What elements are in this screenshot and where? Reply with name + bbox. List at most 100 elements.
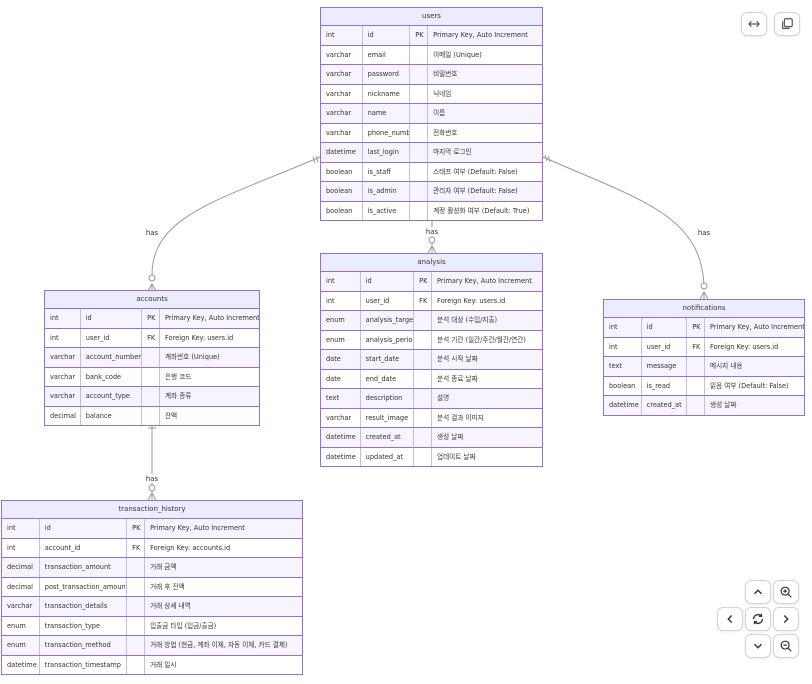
attr-name: password [363,65,411,84]
attr-comment: 계좌 종류 [164,392,192,400]
attr-key [410,65,429,84]
attr-comment: 분석 대상 (수입/지출) [437,316,498,324]
attr-key: PK [410,26,429,45]
attr-type: datetime [321,428,361,447]
attr-type: int [604,318,642,337]
attr-name: id [642,318,688,337]
edge-label-users-accounts: has [146,229,159,237]
reset-view-button[interactable] [745,607,771,631]
attr-name: transaction_amount [40,558,128,577]
attr-comment: 설명 [437,394,450,402]
chevron-right-icon [783,615,789,623]
attr-name: analysis_period [361,330,415,349]
attr-name: id [40,519,128,538]
attr-name: user_id [361,291,415,310]
attr-type: decimal [2,558,40,577]
attr-comment: 분석 종료 날짜 [437,374,478,383]
attr-type: enum [2,636,40,655]
attr-type: enum [2,616,40,635]
attr-name: id [363,26,411,45]
attr-comment: 업데이트 날짜 [437,452,476,461]
arrows-horizontal-icon [748,20,760,28]
attr-type: enum [321,311,361,330]
attr-type: datetime [321,143,363,162]
pan-down-button[interactable] [745,634,771,658]
zoom-out-button[interactable] [773,634,799,658]
attr-key: PK [687,318,706,337]
attr-comment: 생성 날짜 [437,433,464,441]
attr-key: FK [127,538,146,557]
attr-key: PK [142,309,160,328]
attr-key [414,389,433,408]
attr-comment: 분석 기간 (일간/주간/월간/연간) [437,335,526,344]
attr-type: varchar [321,104,363,123]
entity-title: accounts [45,291,259,309]
expand-button[interactable] [741,12,767,36]
attr-name: bank_code [81,367,143,386]
attr-name: user_id [642,337,688,356]
attr-key [414,311,433,330]
attr-type: enum [321,330,361,349]
attr-type: int [2,538,40,557]
attr-name: start_date [361,350,415,369]
attr-type: varchar [321,84,363,103]
attr-comment: 관리자 여부 (Default: False) [433,187,518,195]
attr-comment: 닉네임 [433,89,452,98]
chevron-down-icon [754,643,762,649]
attr-comment: 거래 금액 [150,563,177,571]
attr-comment: Primary Key, Auto Increment [164,314,259,322]
attr-comment: 이름 [433,109,446,117]
attr-type: int [45,309,81,328]
attr-name: balance [81,406,143,425]
zoom-in-icon [780,586,792,598]
edge-label-users-notifications: has [698,229,711,237]
pan-left-button[interactable] [717,607,743,631]
attr-key [414,350,433,369]
attr-name: user_id [81,328,143,347]
attr-name: message [642,357,688,376]
attr-type: varchar [321,65,363,84]
attr-name: transaction_type [40,616,128,635]
attr-type: datetime [321,447,361,466]
attr-key [687,357,706,376]
attr-name: transaction_timestamp [40,655,128,674]
copy-button[interactable] [774,12,800,36]
attr-comment: 계좌번호 (Unique) [164,353,220,361]
pan-right-button[interactable] [773,607,799,631]
attr-key [127,577,146,596]
attr-key [414,408,433,427]
attr-name: account_type [81,387,143,406]
attr-name: created_at [642,396,688,415]
pan-up-button[interactable] [745,580,771,604]
chevron-left-icon [727,615,733,623]
attr-type: varchar [321,408,361,427]
zoom-in-button[interactable] [773,580,799,604]
attr-name: is_active [363,201,411,220]
copy-icon [782,18,793,29]
attr-key [127,558,146,577]
attr-key [127,636,146,655]
attr-key [142,387,160,406]
attr-comment: 거래 방법 (현금, 계좌 이체, 자동 이체, 카드 결제) [150,641,288,649]
attr-type: varchar [45,367,81,386]
attr-name: end_date [361,369,415,388]
attr-type: int [45,328,81,347]
attr-comment: 전화번호 [433,128,458,137]
